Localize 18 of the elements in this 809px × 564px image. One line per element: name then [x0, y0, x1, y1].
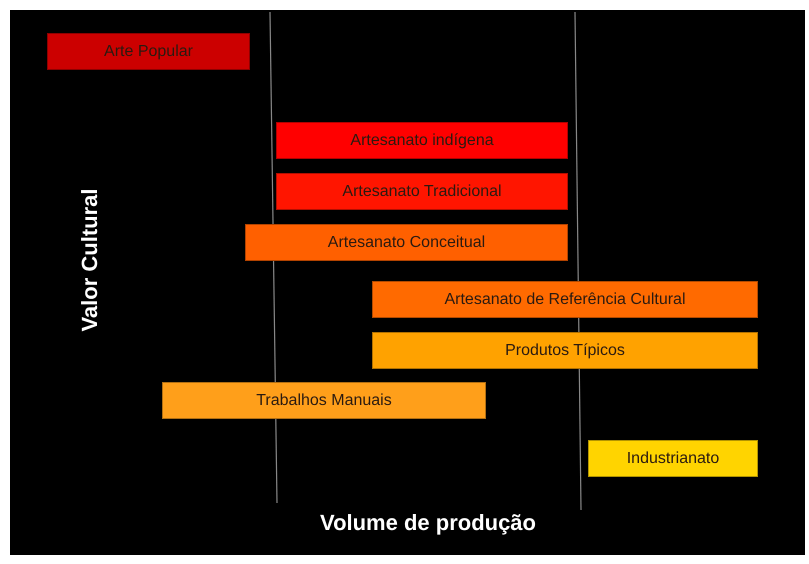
category-bar: [276, 173, 568, 210]
bar-label: Artesanato de Referência Cultural: [444, 290, 686, 308]
bar-label: Artesanato Tradicional: [342, 182, 502, 200]
category-bar: [372, 281, 758, 318]
bar-label: Industrianato: [626, 450, 720, 468]
bar-label: Trabalhos Manuais: [256, 392, 392, 410]
category-bar: [245, 224, 568, 261]
category-bar: [47, 33, 250, 70]
x-axis-title: Volume de produção: [320, 510, 536, 536]
category-bar: [372, 332, 758, 369]
category-bar: [276, 122, 568, 159]
bar-label: Arte Popular: [104, 42, 193, 60]
bar-label: Artesanato Conceitual: [328, 234, 486, 252]
category-bar: [162, 382, 486, 419]
bar-label: Artesanato indígena: [350, 132, 494, 150]
y-axis-title: Valor Cultural: [77, 188, 103, 332]
category-bar: [588, 440, 758, 477]
bar-label: Produtos Típicos: [505, 342, 625, 360]
